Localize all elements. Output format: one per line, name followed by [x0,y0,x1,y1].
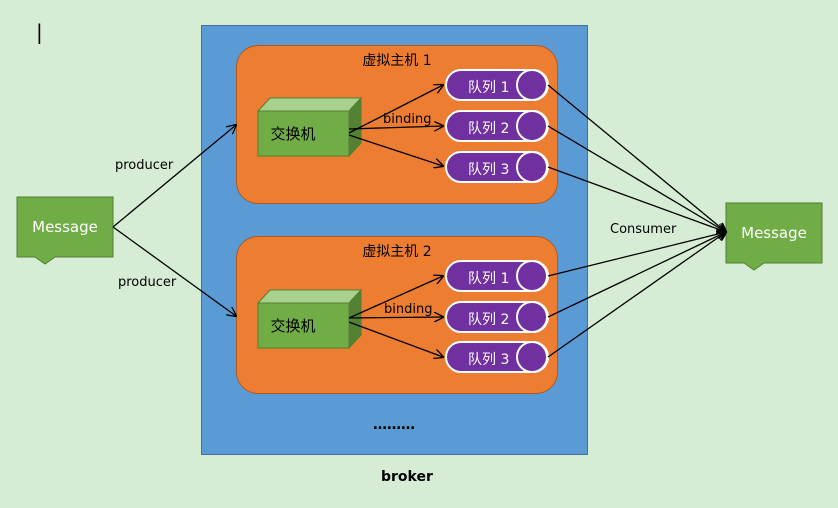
consumer-arrow-5 [547,232,726,318]
text-cursor: | [36,20,43,44]
producer-arrow-1 [112,125,236,228]
queue-2-2-label: 队列 2 [468,312,510,328]
more-vhosts-ellipsis: ……… [373,417,415,433]
consumer-label: Consumer [610,222,677,237]
binding-arrow-1-3 [348,134,443,166]
producer-message-box [16,196,114,265]
consumer-message-box [725,202,823,271]
queue-1-3 [445,151,549,183]
virtual-host-1-title: 虚拟主机 1 [362,53,432,69]
exchange-2-label: 交换机 [270,317,316,335]
producer-arrow-2 [112,226,236,316]
producer-message-label: Message [32,218,98,236]
consumer-arrow-1 [547,84,726,232]
binding-arrow-1-2 [348,126,443,129]
binding-arrow-2-2 [348,317,443,318]
consumer-arrow-2 [547,125,726,232]
queue-1-1-label: 队列 1 [468,80,510,96]
consumer-arrow-4 [547,232,726,277]
producer-label-2: producer [118,275,177,290]
exchange-1-label: 交换机 [270,125,316,143]
consumer-arrow-3 [547,166,726,232]
queue-2-1-label: 队列 1 [468,271,510,287]
queue-1-2-label: 队列 2 [468,121,510,137]
binding-label-1: binding [383,112,432,127]
queue-2-2 [445,301,549,333]
binding-arrow-2-3 [348,321,443,357]
queue-2-1 [445,260,549,292]
queue-1-3-label: 队列 3 [468,162,510,178]
exchange-1-cube [256,96,363,158]
binding-arrow-1-1 [348,85,443,134]
binding-label-2: binding [384,302,433,317]
queue-2-3 [445,341,549,373]
producer-label-1: producer [115,158,174,173]
exchange-2-cube [256,288,363,350]
queue-1-1 [445,69,549,101]
consumer-arrow-6 [547,232,726,358]
queue-2-3-label: 队列 3 [468,352,510,368]
broker-label: broker [381,469,433,485]
binding-arrow-2-1 [348,276,443,319]
consumer-message-label: Message [741,224,807,242]
virtual-host-2-title: 虚拟主机 2 [362,244,432,260]
